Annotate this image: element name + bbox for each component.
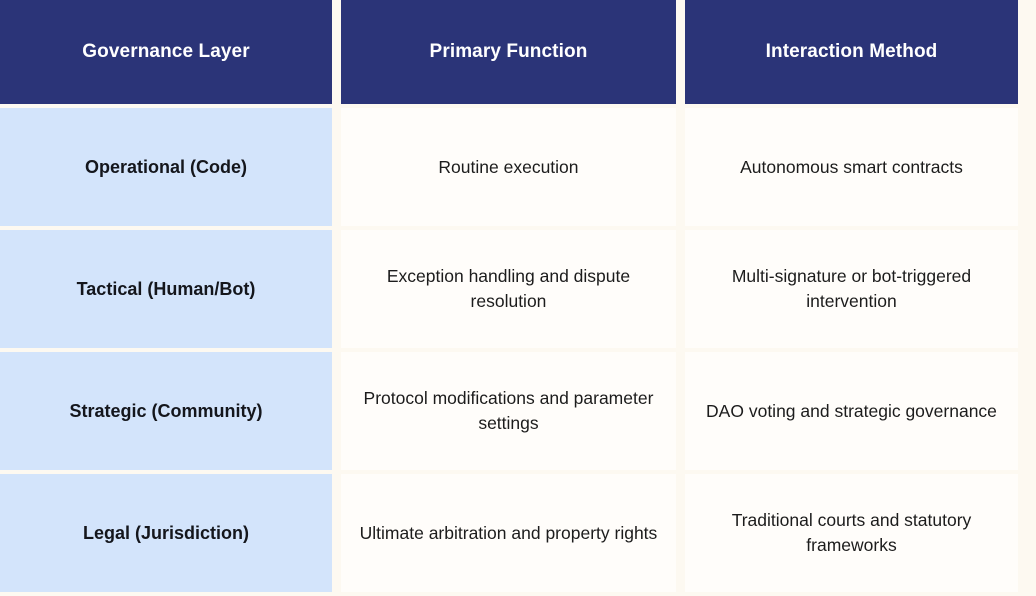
cell-governance-layer: Tactical (Human/Bot) (0, 230, 332, 348)
column-header-primary-function: Primary Function (340, 0, 676, 104)
cell-interaction-method: Multi-signature or bot-triggered interve… (684, 230, 1018, 348)
cell-primary-function: Ultimate arbitration and property rights (340, 474, 676, 592)
cell-interaction-method: Autonomous smart contracts (684, 108, 1018, 226)
cell-primary-function: Exception handling and dispute resolutio… (340, 230, 676, 348)
cell-governance-layer: Operational (Code) (0, 108, 332, 226)
cell-primary-function: Protocol modifications and parameter set… (340, 352, 676, 470)
cell-governance-layer: Strategic (Community) (0, 352, 332, 470)
governance-table-container: Governance Layer Primary Function Intera… (0, 0, 1018, 592)
cell-interaction-method: DAO voting and strategic governance (684, 352, 1018, 470)
table-row: Operational (Code) Routine execution Aut… (0, 108, 1018, 226)
table-header-row: Governance Layer Primary Function Intera… (0, 0, 1018, 104)
column-header-interaction-method: Interaction Method (684, 0, 1018, 104)
cell-governance-layer: Legal (Jurisdiction) (0, 474, 332, 592)
table-body: Operational (Code) Routine execution Aut… (0, 108, 1018, 592)
table-header: Governance Layer Primary Function Intera… (0, 0, 1018, 104)
cell-primary-function: Routine execution (340, 108, 676, 226)
table-row: Legal (Jurisdiction) Ultimate arbitratio… (0, 474, 1018, 592)
table-row: Tactical (Human/Bot) Exception handling … (0, 230, 1018, 348)
column-header-governance-layer: Governance Layer (0, 0, 332, 104)
table-row: Strategic (Community) Protocol modificat… (0, 352, 1018, 470)
cell-interaction-method: Traditional courts and statutory framewo… (684, 474, 1018, 592)
